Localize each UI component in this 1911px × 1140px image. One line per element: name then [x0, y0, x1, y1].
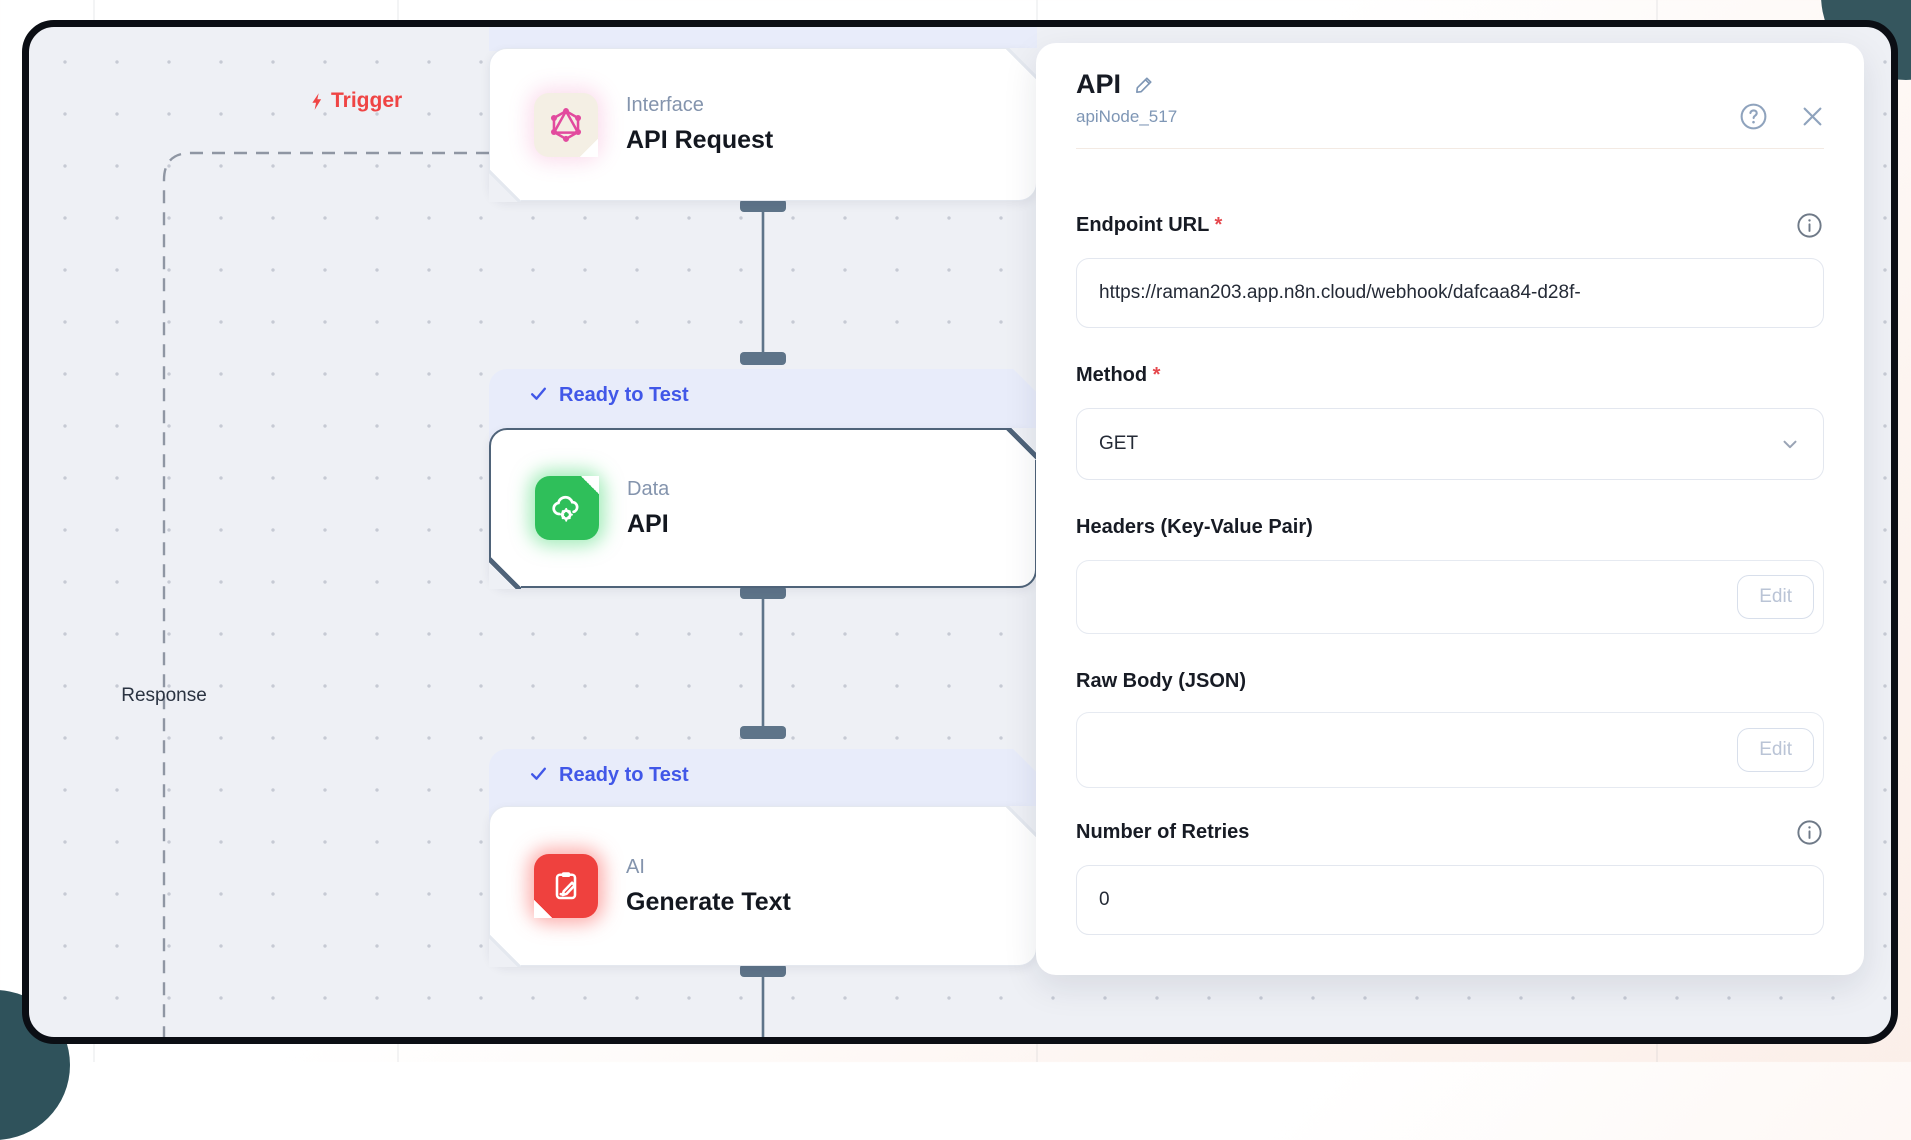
- endpoint-url-input[interactable]: [1076, 258, 1824, 328]
- dashed-response-path: [162, 151, 489, 1037]
- node-properties-panel: API apiNode_: [1036, 43, 1864, 975]
- panel-title: API: [1076, 69, 1122, 99]
- check-icon: [529, 764, 548, 783]
- node-category: Interface: [626, 94, 704, 116]
- chevron-down-icon: [1779, 433, 1801, 455]
- card-corner-notch: [1005, 805, 1038, 838]
- trigger-label: Trigger: [308, 89, 402, 113]
- cloud-data-icon: [535, 476, 599, 540]
- graphql-interface-icon: [534, 92, 598, 157]
- trigger-label-text: Trigger: [331, 89, 403, 112]
- headers-edit-button[interactable]: Edit: [1737, 575, 1814, 619]
- card-corner-notch: [488, 169, 521, 202]
- node-title: API: [627, 509, 669, 538]
- node-api-selected[interactable]: Data API: [488, 427, 1038, 589]
- workflow-canvas[interactable]: Trigger Response: [29, 27, 1891, 1037]
- node-category: Data: [627, 477, 670, 500]
- close-icon[interactable]: [1799, 103, 1826, 130]
- badge-corner-notch: [1013, 369, 1037, 393]
- info-icon[interactable]: [1795, 211, 1824, 240]
- method-value: GET: [1099, 433, 1139, 454]
- info-icon[interactable]: [1795, 818, 1824, 847]
- node-id: apiNode_517: [1076, 107, 1178, 126]
- retries-label: Number of Retries: [1076, 820, 1250, 843]
- help-icon[interactable]: [1738, 101, 1769, 132]
- required-asterisk: *: [1214, 213, 1223, 236]
- icon-corner-cut: [581, 476, 599, 494]
- raw-body-field[interactable]: Edit: [1076, 712, 1824, 788]
- clipboard-pen-ai-icon: [534, 854, 598, 918]
- raw-body-edit-button[interactable]: Edit: [1737, 728, 1814, 772]
- status-badge: [489, 27, 1037, 51]
- raw-body-label: Raw Body (JSON): [1076, 669, 1247, 692]
- divider: [1076, 148, 1824, 149]
- check-icon: [529, 384, 548, 403]
- node-api-request[interactable]: Interface API Request: [488, 47, 1038, 202]
- method-select[interactable]: GET: [1076, 408, 1824, 480]
- method-label: Method *: [1076, 363, 1161, 386]
- edit-pencil-icon[interactable]: [1133, 73, 1156, 96]
- status-badge-label: Ready to Test: [559, 764, 689, 786]
- card-corner-notch: [488, 556, 521, 589]
- badge-corner-notch: [1013, 749, 1037, 773]
- node-group-generate-text: Ready to Test AI Generate T: [488, 749, 1038, 971]
- headers-label: Headers (Key-Value Pair): [1076, 515, 1313, 538]
- endpoint-url-label: Endpoint URL *: [1076, 213, 1223, 236]
- workflow-canvas-frame: Trigger Response: [22, 20, 1898, 1044]
- response-label: Response: [121, 685, 207, 706]
- icon-corner-cut: [580, 138, 598, 157]
- node-category: AI: [626, 855, 645, 878]
- node-group-interface: Interface API Request: [488, 27, 1038, 204]
- card-corner-notch: [1005, 427, 1038, 460]
- status-badge-label: Ready to Test: [559, 384, 689, 406]
- headers-field[interactable]: Edit: [1076, 560, 1824, 634]
- node-title: Generate Text: [626, 887, 791, 916]
- node-group-data-api: Ready to Test Data API: [488, 369, 1038, 591]
- node-title: API Request: [626, 126, 774, 154]
- icon-corner-cut: [534, 900, 552, 918]
- retries-input[interactable]: [1076, 865, 1824, 935]
- card-corner-notch: [488, 934, 521, 967]
- lightning-bolt-icon: [308, 91, 327, 112]
- card-corner-notch: [1005, 47, 1038, 80]
- node-generate-text[interactable]: AI Generate Text: [488, 805, 1038, 967]
- required-asterisk: *: [1152, 363, 1161, 386]
